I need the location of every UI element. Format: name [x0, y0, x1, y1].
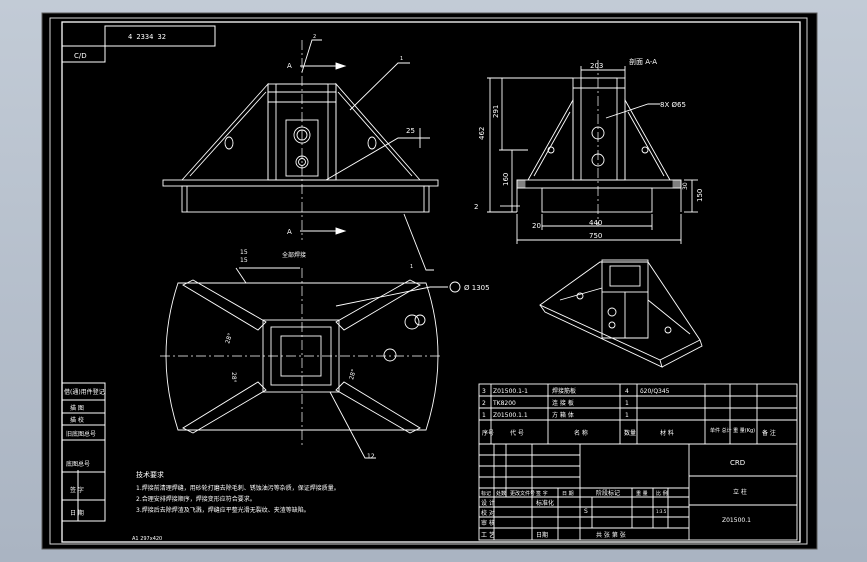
weld-2: 2	[474, 203, 478, 211]
bom-row-1-qty: 1	[625, 400, 629, 407]
bom-row-2-qty: 1	[625, 412, 629, 419]
tb-standard: 标准化	[536, 499, 554, 507]
strip-label-5: 签 字	[70, 486, 84, 494]
front-view	[162, 39, 439, 271]
bom-row-0-qty: 4	[625, 388, 629, 395]
section-mark-top: A	[287, 62, 292, 70]
bom-header-remark: 备 注	[762, 429, 776, 437]
strip-label-4: 底图总号	[66, 460, 90, 468]
bom-rows: 3 Z01500.1-1 焊接筋板 4 δ20/Q345 2 TK8200 连 …	[482, 387, 776, 437]
isometric-view	[539, 259, 703, 368]
strip-label-6: 日 期	[70, 509, 84, 517]
bom-row-1-name: 连 接 板	[552, 399, 574, 407]
title-block	[478, 443, 798, 541]
angle-28-a: 28°	[224, 332, 234, 344]
section-mark-bottom: A	[287, 228, 292, 236]
bom-row-0-code: Z01500.1-1	[493, 388, 528, 395]
bom-header-code: 代 号	[510, 429, 524, 437]
balloon-2: 2	[313, 34, 316, 40]
tb-part-name: 立 柱	[733, 488, 747, 496]
tb-change-doc: 更改文件号	[510, 490, 535, 497]
dim-440: 440	[589, 219, 602, 227]
angle-28-c: 28°	[348, 368, 358, 380]
tech-req-2: 2.合理安排焊接顺序，焊接变形应符合要求。	[136, 495, 256, 503]
tb-date: 日 期	[562, 491, 574, 497]
tb-process: 工 艺	[481, 531, 495, 539]
bom-header-no: 序号	[482, 429, 494, 437]
dim-160: 160	[502, 173, 510, 186]
tb-review: 审 核	[481, 519, 495, 527]
dim-750: 750	[589, 232, 602, 240]
dia-1305: Ø 1305	[464, 284, 490, 292]
weld-size-25: 25	[406, 127, 415, 135]
dim-462: 462	[478, 127, 486, 140]
section-a-a-view	[487, 60, 698, 244]
sheet-size: A1 297x420	[132, 536, 162, 542]
weld-15-upper: 15	[240, 249, 248, 256]
bom-row-2-code: Z01500.1.1	[493, 412, 528, 419]
tb-signature: 签 字	[536, 490, 548, 497]
tech-req-1: 1.焊接前清理焊缝，用砂轮打磨去除毛刺、锈蚀油污等杂质，保证焊接质量。	[136, 484, 340, 492]
dim-150: 150	[696, 189, 704, 202]
section-title: 剖面 A-A	[629, 57, 657, 66]
strip-label-3: 旧底图总号	[66, 430, 96, 438]
bom-header-qty: 数量	[624, 429, 636, 437]
outer-border	[49, 17, 808, 545]
weld-12: 12	[367, 453, 375, 460]
dim-291: 291	[492, 105, 500, 118]
angle-28-b: 28°	[230, 372, 237, 383]
bom-row-2-no: 1	[482, 412, 486, 419]
tb-weight: 重 量	[636, 490, 648, 497]
tb-check: 校 对	[481, 509, 495, 517]
bom-row-0-no: 3	[482, 388, 486, 395]
drawing-code-rotated: 4 2334 32	[128, 33, 166, 41]
tech-req-title: 技术要求	[136, 470, 164, 479]
bom-header-material: 材 料	[660, 429, 674, 437]
strip-label-1: 描 图	[70, 404, 84, 412]
top-view	[160, 267, 461, 459]
bom-row-0-material: δ20/Q345	[640, 388, 670, 395]
bom-row-1-no: 2	[482, 400, 486, 407]
tb-designer: 设 计	[481, 499, 495, 507]
strip-label-2: 描 校	[70, 416, 84, 424]
tech-req-3: 3.焊接后去除焊渣及飞溅，焊缝应平整光滑无裂纹、夹渣等缺陷。	[136, 506, 310, 514]
top-left-code-block	[61, 25, 216, 63]
bom-row-2-name: 方 箱 体	[552, 411, 574, 419]
dim-203: 203	[590, 62, 603, 70]
bom-table	[478, 383, 798, 445]
org-code-cbd: C/D	[74, 52, 87, 60]
tb-company: CRD	[730, 459, 745, 467]
bom-header-name: 名 称	[574, 429, 588, 437]
weld-note-all-around: 全部焊接	[282, 251, 306, 259]
balloon-1-lower: 1	[410, 264, 413, 270]
tb-drawing-number: Z01500.1	[722, 517, 751, 524]
tb-mark: 标记	[481, 490, 491, 497]
weld-15-lower: 15	[240, 257, 248, 264]
title-block-text: 标记 处数 更改文件号 签 字 日 期 设 计 标准化 校 对 审 核 工 艺 …	[481, 459, 751, 539]
bom-header-weight: 单件 总计 重 量(Kg)	[710, 427, 755, 434]
bom-row-1-code: TK8200	[492, 400, 516, 407]
bom-row-0-name: 焊接筋板	[552, 387, 576, 395]
hole-callout-8x: 8X Ø65	[660, 101, 686, 109]
tb-stage-value: S	[584, 508, 588, 515]
strip-label-0: 借(通)用件登记	[64, 388, 105, 396]
dim-30: 30	[682, 182, 689, 190]
left-revision-strip	[61, 382, 106, 522]
tb-zone: 处数	[496, 490, 506, 497]
tb-stage-mark: 阶段标记	[596, 489, 620, 497]
drawing-frame	[61, 21, 801, 543]
tb-scale-value: 1:3.5	[656, 509, 667, 514]
balloon-1-upper: 1	[400, 56, 403, 62]
tb-scale: 比 例	[656, 490, 668, 497]
dim-20: 20	[532, 222, 541, 230]
canvas	[41, 12, 818, 550]
tb-date-2: 日期	[536, 531, 548, 539]
tb-sheets: 共 张 第 张	[596, 531, 626, 539]
